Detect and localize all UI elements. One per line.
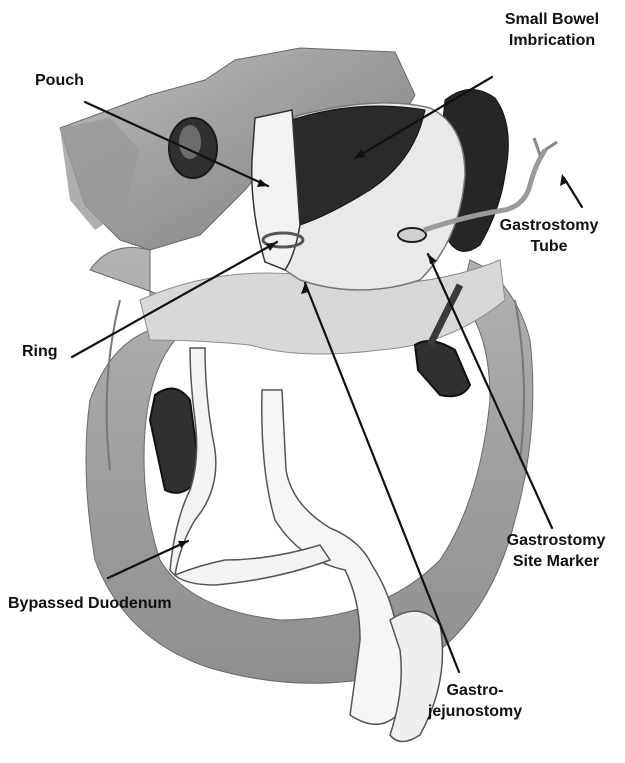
label-small-bowel-imbrication-line2: Imbrication — [482, 30, 622, 51]
label-pouch: Pouch — [35, 70, 84, 91]
label-gastrostomy-site-marker: Gastrostomy Site Marker — [490, 530, 622, 572]
label-bypassed-duodenum: Bypassed Duodenum — [8, 593, 172, 614]
label-gastrostomy-tube: Gastrostomy Tube — [488, 215, 610, 257]
label-small-bowel-imbrication: Small Bowel Imbrication — [482, 9, 622, 51]
label-small-bowel-imbrication-line1: Small Bowel — [482, 9, 622, 30]
label-gastrostomy-tube-line1: Gastrostomy — [488, 215, 610, 236]
label-gastro-jejunostomy: Gastro- jejunostomy — [410, 680, 540, 722]
gastrostomy-site-marker-shape — [398, 228, 426, 242]
colon-window-right-shape — [415, 341, 470, 396]
label-ring: Ring — [22, 341, 58, 362]
label-gastro-jejunostomy-line2: jejunostomy — [410, 701, 540, 722]
label-gastrostomy-site-marker-line1: Gastrostomy — [490, 530, 622, 551]
label-gastrostomy-site-marker-line2: Site Marker — [490, 551, 622, 572]
label-gastrostomy-tube-line2: Tube — [488, 236, 610, 257]
label-gastro-jejunostomy-line1: Gastro- — [410, 680, 540, 701]
